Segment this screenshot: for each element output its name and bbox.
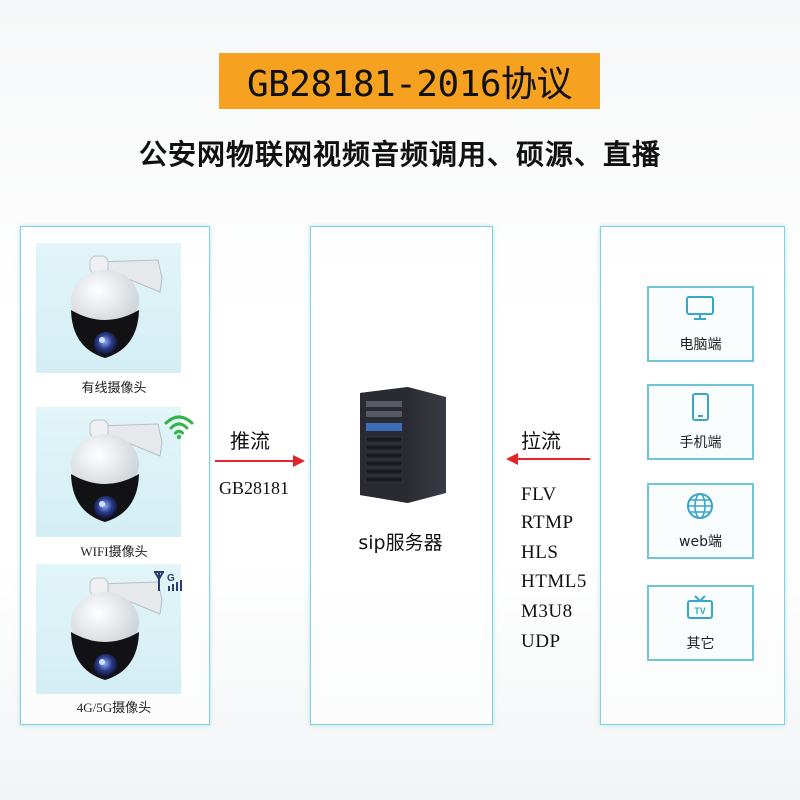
protocol-item: FLV	[521, 484, 557, 505]
pull-arrow	[506, 453, 590, 465]
camera-label-wifi: WIFI摄像头	[80, 544, 148, 559]
client-web: web端	[647, 483, 754, 559]
antenna-icon: G	[154, 571, 182, 591]
camera-label-4g: 4G/5G摄像头	[76, 700, 152, 715]
server-icon	[360, 387, 446, 503]
phone-icon	[692, 393, 709, 421]
wifi-icon	[164, 415, 194, 440]
camera-label-wired: 有线摄像头	[81, 380, 147, 395]
client-label: 手机端	[679, 435, 722, 451]
client-pc: 电脑端	[647, 286, 754, 362]
client-label: web端	[679, 534, 722, 550]
protocol-item: HTML5	[521, 571, 587, 592]
title-banner: GB28181-2016协议	[219, 53, 600, 109]
subtitle: 公安网物联网视频音频调用、硕源、直播	[138, 138, 661, 171]
protocol-item: M3U8	[521, 601, 573, 622]
globe-icon	[687, 493, 713, 519]
ptz-camera-icon	[71, 419, 163, 522]
tv-icon: TV	[687, 595, 713, 619]
ptz-camera-icon	[71, 577, 163, 680]
client-mobile: 手机端	[647, 384, 754, 460]
push-protocol: GB28181	[219, 478, 290, 498]
push-arrow	[215, 455, 305, 467]
pull-label: 拉流	[521, 429, 561, 453]
push-label: 推流	[230, 429, 270, 453]
client-label: 其它	[686, 636, 715, 652]
protocol-item: RTMP	[521, 512, 574, 533]
client-label: 电脑端	[679, 337, 722, 353]
title: GB28181-2016协议	[246, 64, 573, 105]
svg-text:TV: TV	[694, 606, 706, 616]
server-label: sip服务器	[358, 532, 443, 554]
svg-text:G: G	[167, 573, 175, 584]
protocol-item: HLS	[521, 542, 559, 563]
protocol-item: UDP	[521, 631, 561, 652]
client-other: TV 其它	[647, 585, 754, 661]
monitor-icon	[686, 296, 714, 320]
ptz-camera-icon	[71, 255, 163, 358]
